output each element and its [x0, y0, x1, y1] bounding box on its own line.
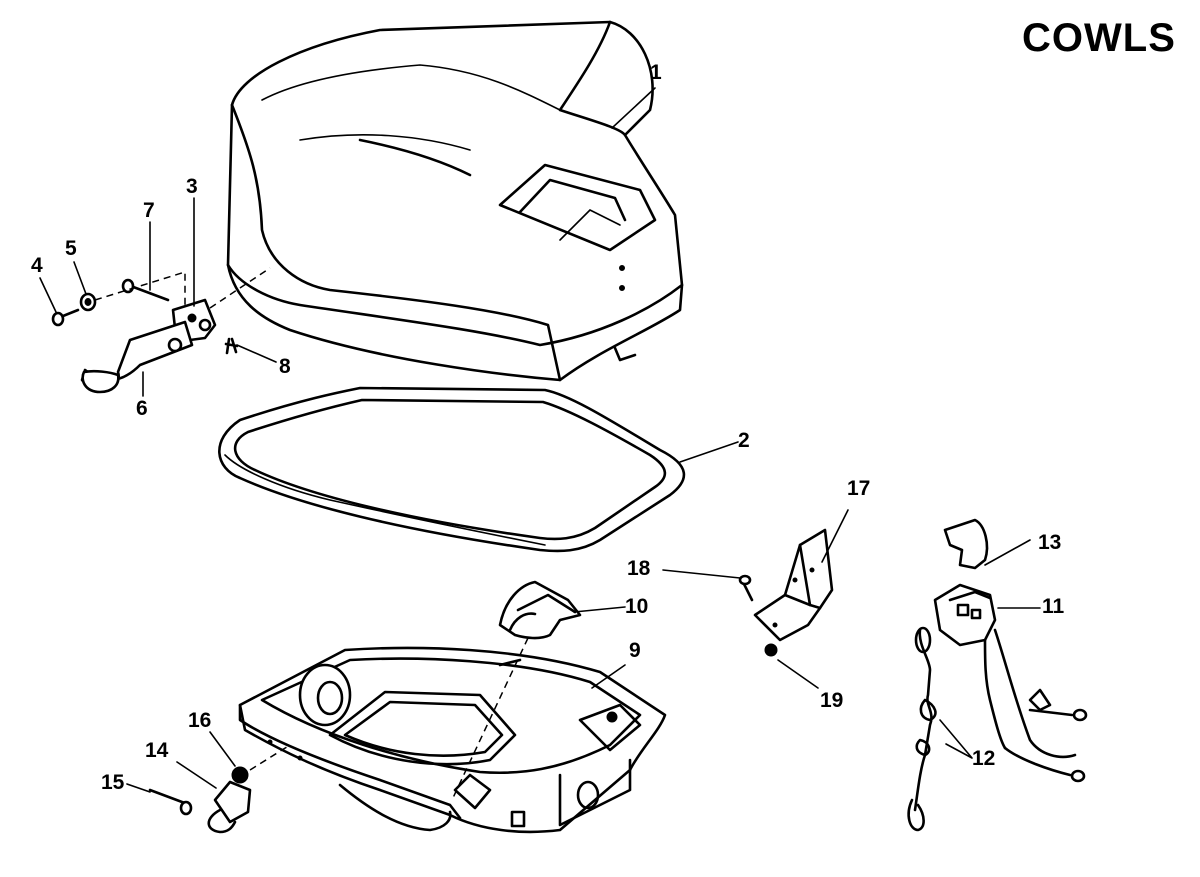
callout-11: 11	[1042, 595, 1065, 618]
callout-15: 15	[101, 771, 125, 794]
mounting-bracket	[738, 528, 834, 657]
callout-18: 18	[627, 557, 651, 580]
callout-19: 19	[820, 689, 844, 712]
top-cowl	[226, 20, 684, 382]
stop-switch-lanyard	[907, 518, 1088, 832]
cowl-seal	[218, 386, 686, 553]
callout-8: 8	[279, 355, 291, 378]
callout-17: 17	[847, 477, 871, 500]
callout-16: 16	[188, 709, 212, 732]
lower-latch	[148, 744, 291, 834]
callout-12: 12	[972, 747, 996, 770]
diagram-title: COWLS	[1022, 16, 1176, 60]
callout-1: 1	[650, 61, 662, 84]
callout-5: 5	[65, 237, 77, 260]
callout-10: 10	[625, 595, 649, 618]
leader-lines	[39, 87, 1041, 793]
callout-2: 2	[738, 429, 750, 452]
callout-13: 13	[1038, 531, 1062, 554]
grommet	[498, 580, 582, 640]
latch-assembly	[51, 267, 271, 394]
callout-14: 14	[145, 739, 169, 762]
callout-3: 3	[186, 175, 198, 198]
callout-6: 6	[136, 397, 148, 420]
callout-4: 4	[31, 254, 43, 277]
bottom-cowl	[238, 646, 667, 834]
callout-7: 7	[143, 199, 155, 222]
callout-9: 9	[629, 639, 641, 662]
